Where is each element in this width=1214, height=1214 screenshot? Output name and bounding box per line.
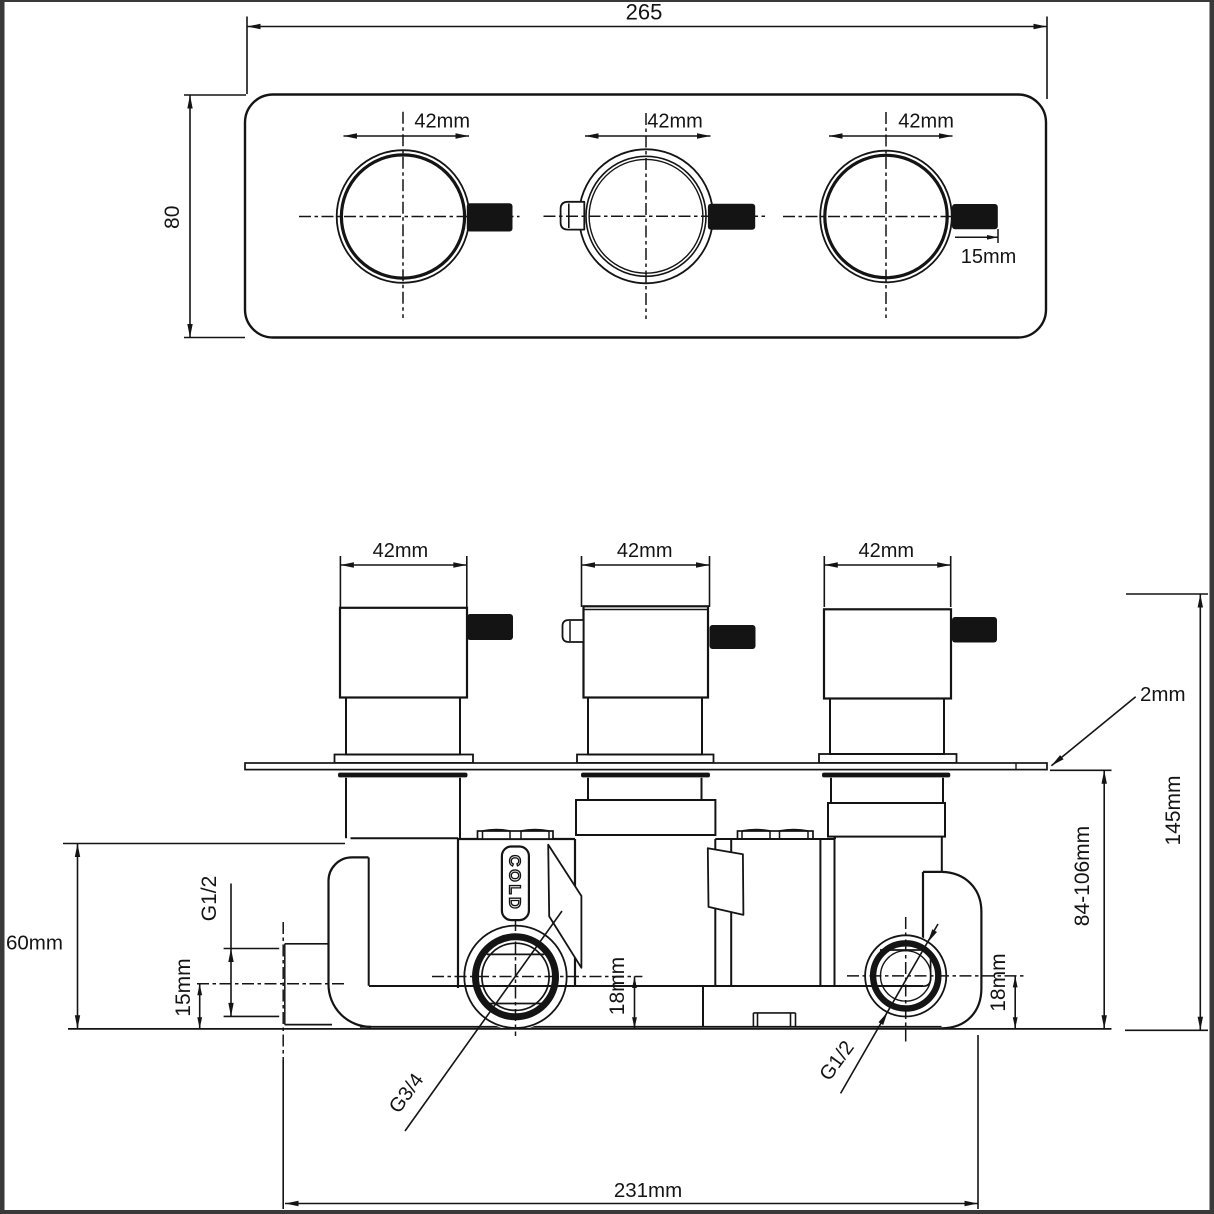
svg-text:42mm: 42mm: [414, 111, 470, 133]
svg-text:G1/2: G1/2: [198, 876, 221, 922]
svg-text:80: 80: [161, 206, 184, 229]
svg-text:42mm: 42mm: [647, 111, 703, 133]
svg-text:18mm: 18mm: [606, 957, 629, 1015]
svg-text:15mm: 15mm: [172, 958, 195, 1016]
svg-text:42mm: 42mm: [859, 540, 915, 562]
svg-text:265: 265: [626, 0, 663, 25]
svg-text:42mm: 42mm: [617, 540, 673, 562]
svg-text:2mm: 2mm: [1140, 683, 1186, 706]
svg-text:18mm: 18mm: [987, 953, 1010, 1011]
svg-text:42mm: 42mm: [898, 111, 954, 133]
svg-text:42mm: 42mm: [373, 540, 429, 562]
svg-text:15mm: 15mm: [961, 246, 1017, 268]
svg-text:231mm: 231mm: [614, 1179, 682, 1202]
svg-text:COLD: COLD: [506, 855, 523, 912]
svg-text:60mm: 60mm: [6, 932, 63, 955]
svg-text:84-106mm: 84-106mm: [1071, 826, 1094, 926]
svg-text:145mm: 145mm: [1162, 775, 1185, 845]
